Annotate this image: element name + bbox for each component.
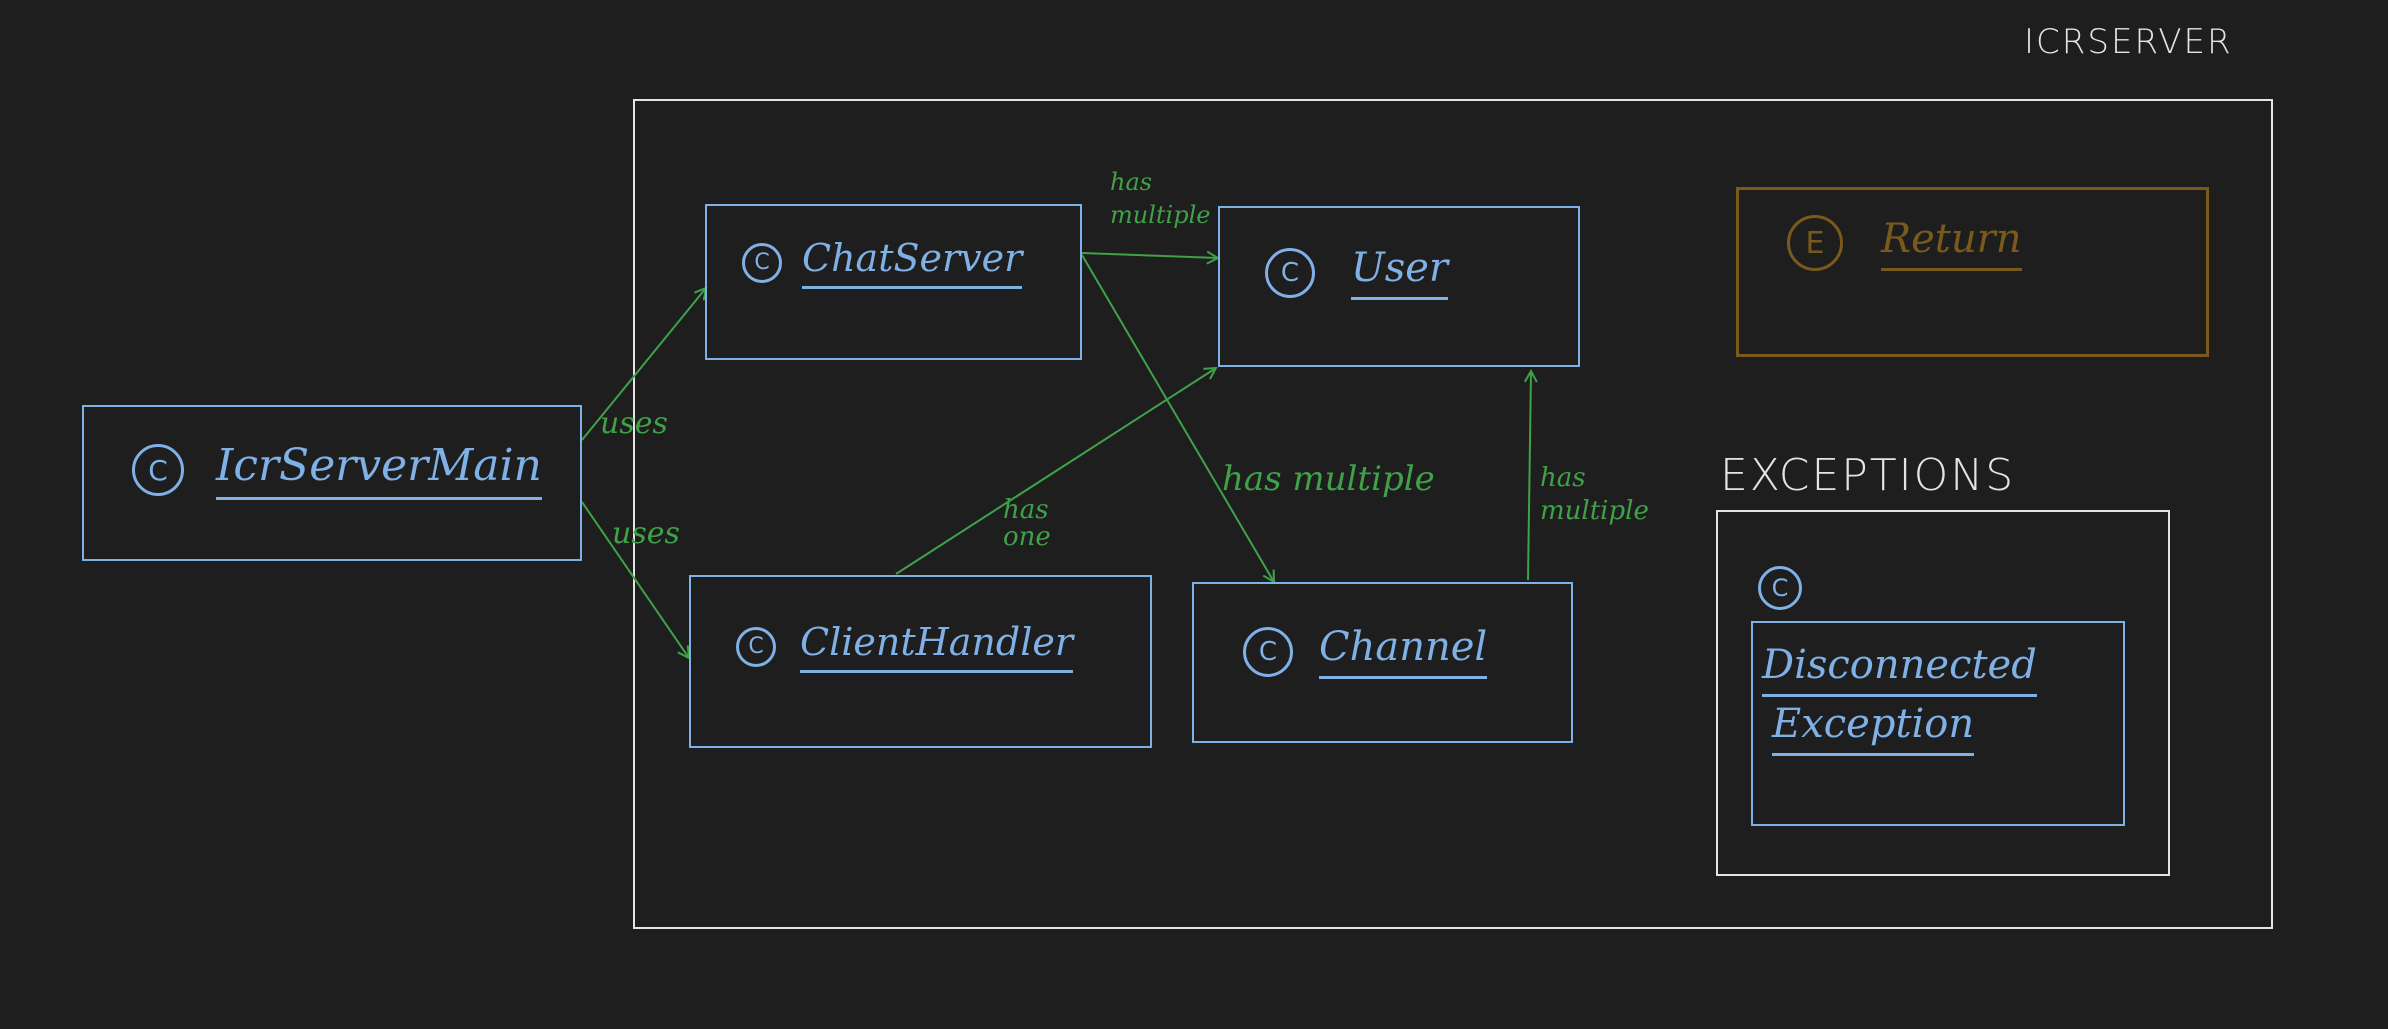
class-icon: C [1243, 626, 1293, 677]
class-name-line1: Disconnected [1762, 638, 2037, 697]
arrow-channel-to-user [1528, 371, 1531, 581]
class-name-line2: Exception [1772, 697, 1975, 756]
class-box-disconnectedexception[interactable] [1751, 621, 2125, 826]
edge-label-line: one [1003, 522, 1051, 553]
class-icon: C [736, 626, 776, 667]
edge-label-clienthandler-has-user: has one [1003, 495, 1051, 553]
package-frame [633, 99, 2273, 929]
class-header-user: C User [1265, 245, 1449, 300]
class-icon: C [1265, 247, 1315, 298]
exceptions-title: EXCEPTIONS [1720, 450, 2016, 501]
enum-box-return[interactable] [1736, 187, 2209, 357]
class-header-clienthandler: C ClientHandler [736, 620, 1074, 673]
class-box-chatserver[interactable] [705, 204, 1082, 360]
class-icon: C [1758, 566, 1802, 610]
edge-label-line: has [1540, 463, 1586, 493]
arrow-chatserver-to-channel [1081, 254, 1274, 582]
class-box-icrservermain[interactable] [82, 405, 582, 561]
class-name-clienthandler: ClientHandler [800, 620, 1074, 673]
arrow-clienthandler-to-user [895, 368, 1216, 575]
class-name-user: User [1351, 245, 1449, 300]
class-box-clienthandler[interactable] [689, 575, 1152, 748]
class-name-disconnectedexception: Disconnected Exception [1762, 638, 2037, 756]
arrow-main-to-chatserver [581, 288, 706, 441]
edge-label-chatserver-has-users: has multiple [1110, 168, 1211, 230]
exceptions-frame [1716, 510, 2170, 876]
enum-icon: E [1787, 215, 1843, 271]
edge-label-channel-has-users: has multiple [1540, 463, 1649, 527]
enum-header-return: E Return [1787, 215, 2022, 271]
class-box-user[interactable] [1218, 206, 1580, 367]
diagram-title: ICRSERVER [2024, 22, 2233, 62]
edge-label-line: multiple [1110, 201, 1211, 230]
class-header-channel: C Channel [1243, 624, 1488, 679]
enum-name-return: Return [1881, 216, 2022, 271]
edge-label-line: multiple [1540, 496, 1649, 527]
arrow-main-to-clienthandler [581, 501, 689, 658]
class-box-channel[interactable] [1192, 582, 1573, 743]
class-name-channel: Channel [1319, 624, 1488, 679]
edge-label-main-uses-chatserver: uses [600, 406, 668, 441]
edge-label-chatserver-has-channels: has multiple [1222, 459, 1435, 499]
class-icon: C [132, 444, 184, 496]
edge-label-line: has [1110, 168, 1153, 196]
class-icon: C [742, 242, 782, 283]
class-header-chatserver: C ChatServer [742, 236, 1023, 289]
arrow-chatserver-to-user [1081, 253, 1218, 258]
class-name-chatserver: ChatServer [802, 236, 1023, 289]
class-name-icrservermain: IcrServerMain [216, 440, 542, 500]
edge-label-main-uses-clienthandler: uses [612, 516, 680, 551]
edge-label-line: has [1003, 495, 1049, 525]
class-header-icrservermain: C IcrServerMain [132, 440, 542, 500]
